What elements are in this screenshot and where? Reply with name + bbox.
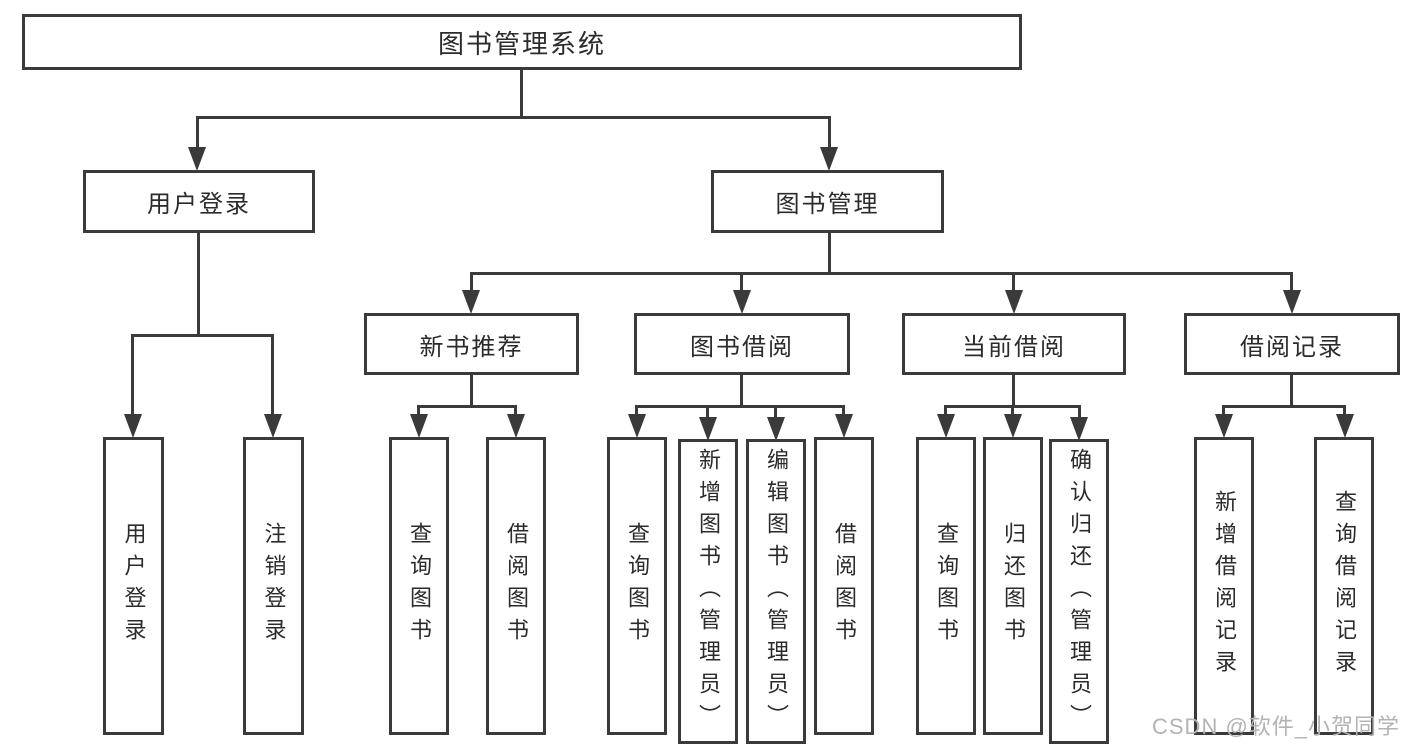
arrowhead-cb-query — [937, 414, 955, 438]
connector-shaft-cb-confirm — [1078, 405, 1081, 419]
connector-shaft-bb-add — [706, 405, 709, 419]
leaf-nb-query-books: 查询图书 — [389, 437, 449, 735]
leaf-bb-add-books-admin-label: 新增图书（管理员） — [696, 447, 721, 736]
watermark: CSDN @软件_小贺同学 — [1152, 714, 1401, 739]
connector-shaft-nb-borrow — [514, 405, 517, 417]
connector-shaft-borrow-records — [1290, 272, 1293, 292]
arrowhead-cb-return — [1004, 414, 1022, 438]
leaf-br-add-borrow-record-label: 新增借阅记录 — [1212, 490, 1237, 682]
arrowhead-bb-add — [699, 417, 717, 441]
connector-root-stem — [520, 68, 523, 118]
leaf-br-add-borrow-record: 新增借阅记录 — [1194, 437, 1254, 735]
leaf-logout: 注销登录 — [243, 437, 304, 735]
arrowhead-nb-borrow — [507, 414, 525, 438]
connector-shaft-bb-edit — [774, 405, 777, 419]
connector-shaft-bb-query — [635, 405, 638, 417]
arrowhead-borrow-records — [1283, 290, 1301, 314]
connector-bookborrow-hline — [635, 405, 845, 408]
node-borrow-records: 借阅记录 — [1184, 313, 1400, 375]
leaf-nb-borrow-books-label: 借阅图书 — [504, 522, 529, 650]
connector-shaft-new-book — [470, 272, 473, 292]
arrowhead-br-add — [1215, 414, 1233, 438]
leaf-bb-borrow-books-label: 借阅图书 — [832, 522, 857, 650]
connector-shaft-nb-query — [417, 405, 420, 417]
connector-userlogin-hline — [131, 334, 274, 337]
connector-newbook-stem — [470, 374, 473, 407]
arrowhead-cb-confirm — [1070, 417, 1088, 441]
arrowhead-bb-query — [628, 414, 646, 438]
leaf-cb-confirm-return-admin-label: 确认归还（管理员） — [1067, 447, 1092, 736]
arrowhead-br-query — [1336, 414, 1354, 438]
connector-newbook-hline — [417, 405, 517, 408]
connector-shaft-leaf-logout — [271, 334, 274, 416]
connector-shaft-bb-borrow — [842, 405, 845, 417]
connector-borrowrecords-stem — [1290, 374, 1293, 407]
leaf-cb-query-books-label: 查询图书 — [934, 522, 959, 650]
arrowhead-bb-borrow — [835, 414, 853, 438]
node-book-management: 图书管理 — [711, 170, 944, 233]
connector-bookmgmt-stem — [828, 233, 831, 274]
arrowhead-book-management — [820, 147, 838, 171]
leaf-nb-borrow-books: 借阅图书 — [486, 437, 546, 735]
node-current-borrow: 当前借阅 — [902, 313, 1126, 375]
connector-shaft-br-query — [1343, 405, 1346, 417]
arrowhead-bb-edit — [767, 417, 785, 441]
leaf-bb-query-books-label: 查询图书 — [625, 522, 650, 650]
connector-shaft-cb-return — [1011, 405, 1014, 417]
node-current-borrow-label: 当前借阅 — [962, 333, 1066, 361]
leaf-bb-query-books: 查询图书 — [607, 437, 667, 735]
arrowhead-book-borrow — [733, 290, 751, 314]
connector-shaft-book-management — [828, 117, 831, 150]
arrowhead-user-login — [188, 147, 206, 171]
leaf-cb-query-books: 查询图书 — [916, 437, 976, 735]
leaf-bb-add-books-admin: 新增图书（管理员） — [678, 439, 738, 744]
node-new-book-recommend-label: 新书推荐 — [419, 333, 524, 361]
leaf-bb-borrow-books: 借阅图书 — [814, 437, 874, 735]
leaf-cb-return-books: 归还图书 — [983, 437, 1043, 735]
node-user-login-label: 用户登录 — [147, 191, 251, 218]
connector-borrowrecords-hline — [1222, 405, 1346, 408]
connector-root-hline — [196, 116, 831, 119]
leaf-br-query-borrow-record: 查询借阅记录 — [1314, 437, 1374, 735]
arrowhead-current-borrow — [1005, 290, 1023, 314]
connector-shaft-cb-query — [944, 405, 947, 417]
node-book-borrow-label: 图书借阅 — [690, 333, 794, 361]
node-book-management-label: 图书管理 — [775, 191, 880, 218]
leaf-bb-edit-books-admin: 编辑图书（管理员） — [746, 439, 806, 744]
connector-shaft-book-borrow — [740, 272, 743, 292]
connector-shaft-current-borrow — [1012, 272, 1015, 292]
node-new-book-recommend: 新书推荐 — [364, 313, 579, 375]
node-user-login: 用户登录 — [83, 170, 315, 233]
connector-shaft-leaf-user-login — [131, 334, 134, 416]
arrowhead-leaf-logout — [264, 414, 282, 438]
leaf-nb-query-books-label: 查询图书 — [407, 522, 432, 650]
arrowhead-nb-query — [410, 414, 428, 438]
connector-shaft-user-login — [196, 117, 199, 150]
connector-userlogin-stem — [197, 233, 200, 336]
connector-bookborrow-stem — [740, 374, 743, 407]
arrowhead-leaf-user-login — [124, 414, 142, 438]
leaf-logout-label: 注销登录 — [261, 522, 287, 650]
arrowhead-new-book — [462, 290, 480, 314]
connector-currentborrow-stem — [1012, 374, 1015, 407]
leaf-bb-edit-books-admin-label: 编辑图书（管理员） — [764, 447, 789, 736]
leaf-user-login: 用户登录 — [103, 437, 164, 735]
connector-shaft-br-add — [1222, 405, 1225, 417]
leaf-br-query-borrow-record-label: 查询借阅记录 — [1332, 490, 1357, 682]
leaf-cb-return-books-label: 归还图书 — [1001, 522, 1026, 650]
leaf-user-login-label: 用户登录 — [121, 522, 147, 650]
connector-level2-hline — [470, 272, 1293, 275]
leaf-cb-confirm-return-admin: 确认归还（管理员） — [1049, 439, 1109, 744]
node-root-library-system: 图书管理系统 — [22, 14, 1022, 70]
node-root-label: 图书管理系统 — [437, 28, 606, 59]
node-borrow-records-label: 借阅记录 — [1240, 333, 1344, 361]
node-book-borrow: 图书借阅 — [634, 313, 850, 375]
